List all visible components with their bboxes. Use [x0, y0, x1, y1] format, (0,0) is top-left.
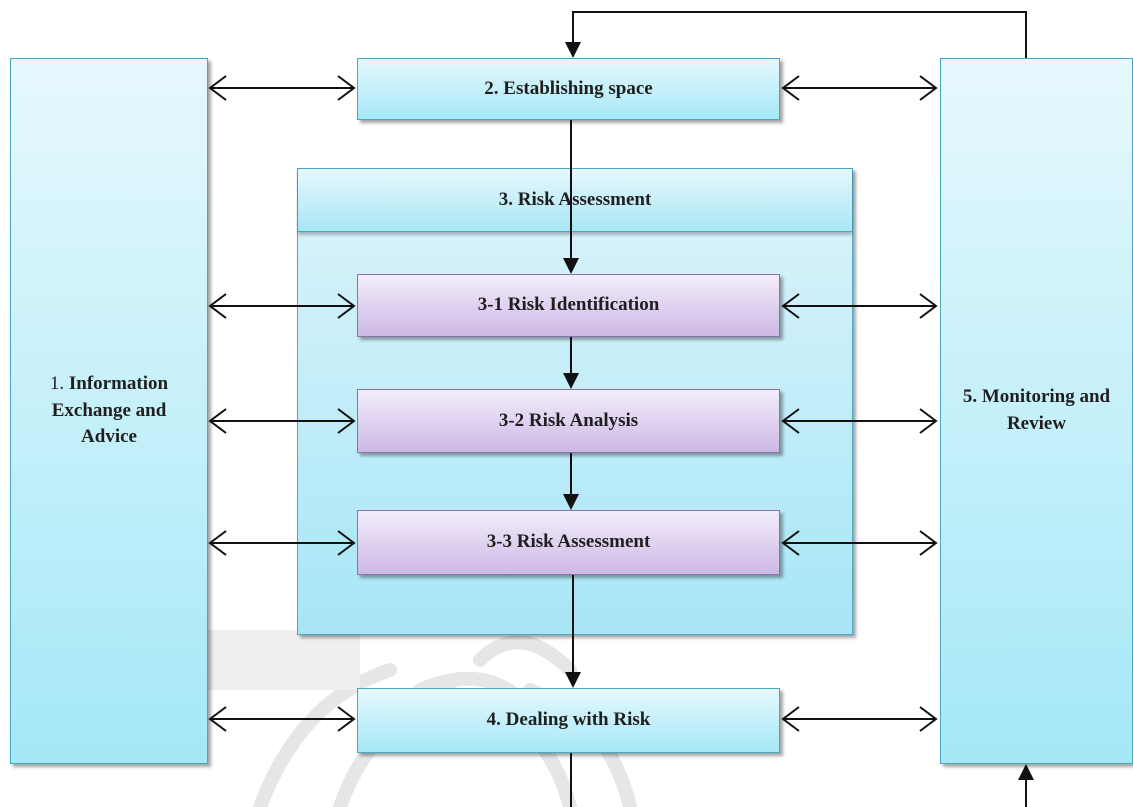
information-exchange-box: 1. Information Exchange and Advice	[10, 58, 208, 764]
feedback-line	[572, 11, 1027, 58]
information-exchange-text: 1. Information Exchange and Advice	[25, 371, 193, 451]
information-exchange-label: Information Exchange and Advice	[51, 373, 169, 448]
information-exchange-number: 1.	[49, 373, 65, 395]
risk-assessment-step-box: 3-3 Risk Assessment	[357, 510, 780, 575]
establishing-space-label: 2. Establishing space	[484, 77, 653, 99]
dealing-with-risk-box: 4. Dealing with Risk	[357, 688, 780, 753]
risk-identification-box: 3-1 Risk Identification	[357, 274, 780, 337]
risk-analysis-box: 3-2 Risk Analysis	[357, 389, 780, 453]
risk-identification-label: 3-1 Risk Identification	[477, 294, 660, 316]
dealing-with-risk-label: 4. Dealing with Risk	[486, 709, 651, 731]
risk-assessment-group-label: 3. Risk Assessment	[498, 189, 652, 210]
monitoring-review-box: 5. Monitoring and Review	[940, 58, 1133, 764]
risk-analysis-label: 3-2 Risk Analysis	[498, 409, 639, 431]
risk-assessment-group-header: 3. Risk Assessment	[298, 169, 852, 232]
monitoring-review-label: 5. Monitoring and Review	[962, 386, 1111, 434]
risk-assessment-step-label: 3-3 Risk Assessment	[486, 531, 651, 553]
establishing-space-box: 2. Establishing space	[357, 58, 780, 120]
